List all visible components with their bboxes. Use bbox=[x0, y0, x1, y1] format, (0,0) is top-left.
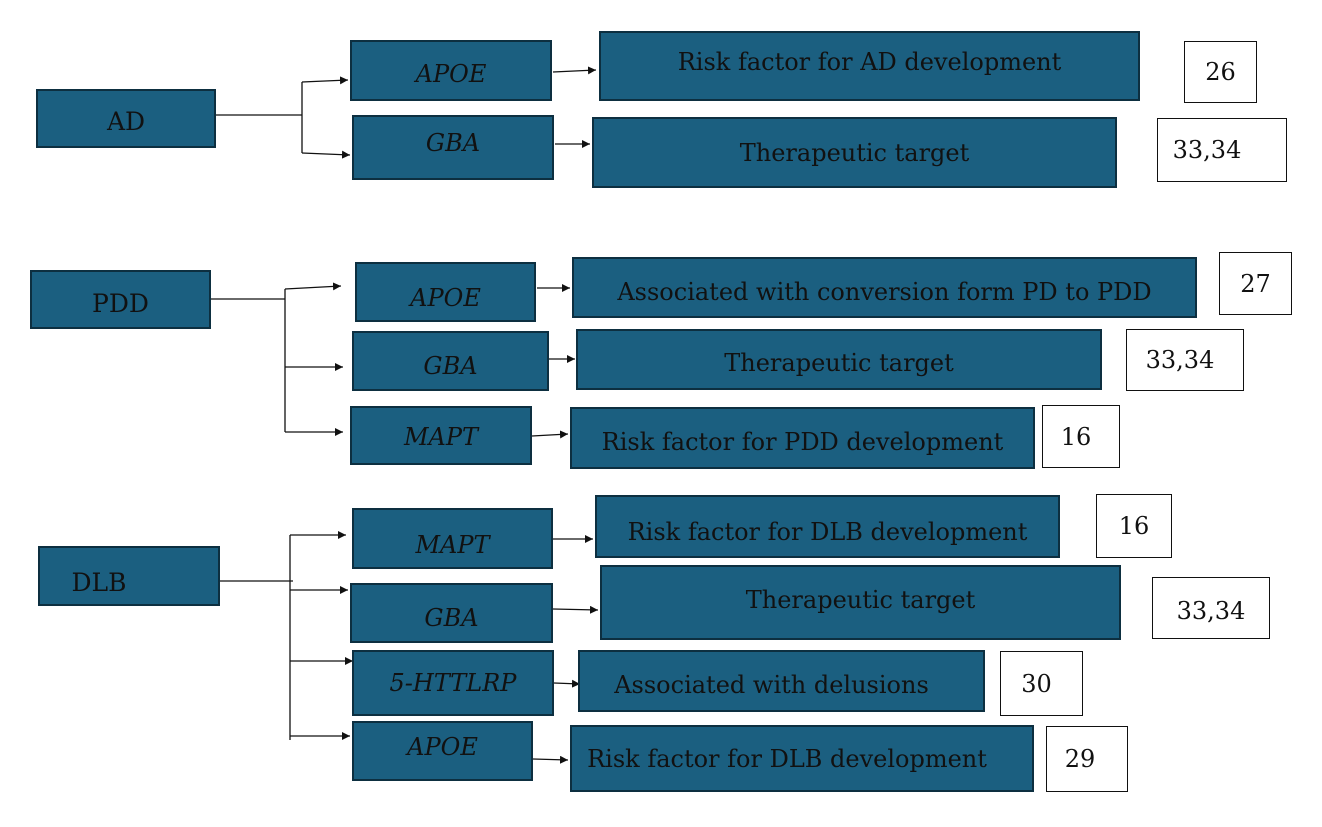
role-box: Therapeutic target bbox=[576, 329, 1102, 390]
reference-box: 33,34 bbox=[1126, 329, 1244, 391]
gene-box-gba: GBA bbox=[352, 331, 549, 391]
role-box: Associated with conversion form PD to PD… bbox=[572, 257, 1197, 318]
gene-box-mapt: MAPT bbox=[350, 406, 532, 465]
disease-box-pdd: PDD bbox=[30, 270, 211, 329]
gene-box-gba: GBA bbox=[350, 583, 553, 643]
reference-box: 27 bbox=[1219, 252, 1292, 315]
gene-box-5-httlrp: 5-HTTLRP bbox=[352, 650, 554, 716]
gene-box-mapt: MAPT bbox=[352, 508, 553, 569]
reference-box: 16 bbox=[1096, 494, 1172, 558]
gene-box-gba: GBA bbox=[352, 115, 554, 180]
role-box: Risk factor for DLB development bbox=[595, 495, 1060, 558]
reference-box: 33,34 bbox=[1157, 118, 1287, 182]
disease-box-ad: AD bbox=[36, 89, 216, 148]
disease-box-dlb: DLB bbox=[38, 546, 220, 606]
reference-box: 16 bbox=[1042, 405, 1120, 468]
reference-box: 26 bbox=[1184, 41, 1257, 103]
role-box: Risk factor for DLB development bbox=[570, 725, 1034, 792]
reference-box: 29 bbox=[1046, 726, 1128, 792]
role-box: Therapeutic target bbox=[592, 117, 1117, 188]
role-box: Risk factor for PDD development bbox=[570, 407, 1035, 469]
gene-box-apoe: APOE bbox=[355, 262, 536, 322]
role-box: Therapeutic target bbox=[600, 565, 1121, 640]
gene-box-apoe: APOE bbox=[352, 721, 533, 781]
role-box: Risk factor for AD development bbox=[599, 31, 1140, 101]
gene-box-apoe: APOE bbox=[350, 40, 552, 101]
reference-box: 30 bbox=[1000, 651, 1083, 716]
reference-box: 33,34 bbox=[1152, 577, 1270, 639]
role-box: Associated with delusions bbox=[578, 650, 985, 712]
